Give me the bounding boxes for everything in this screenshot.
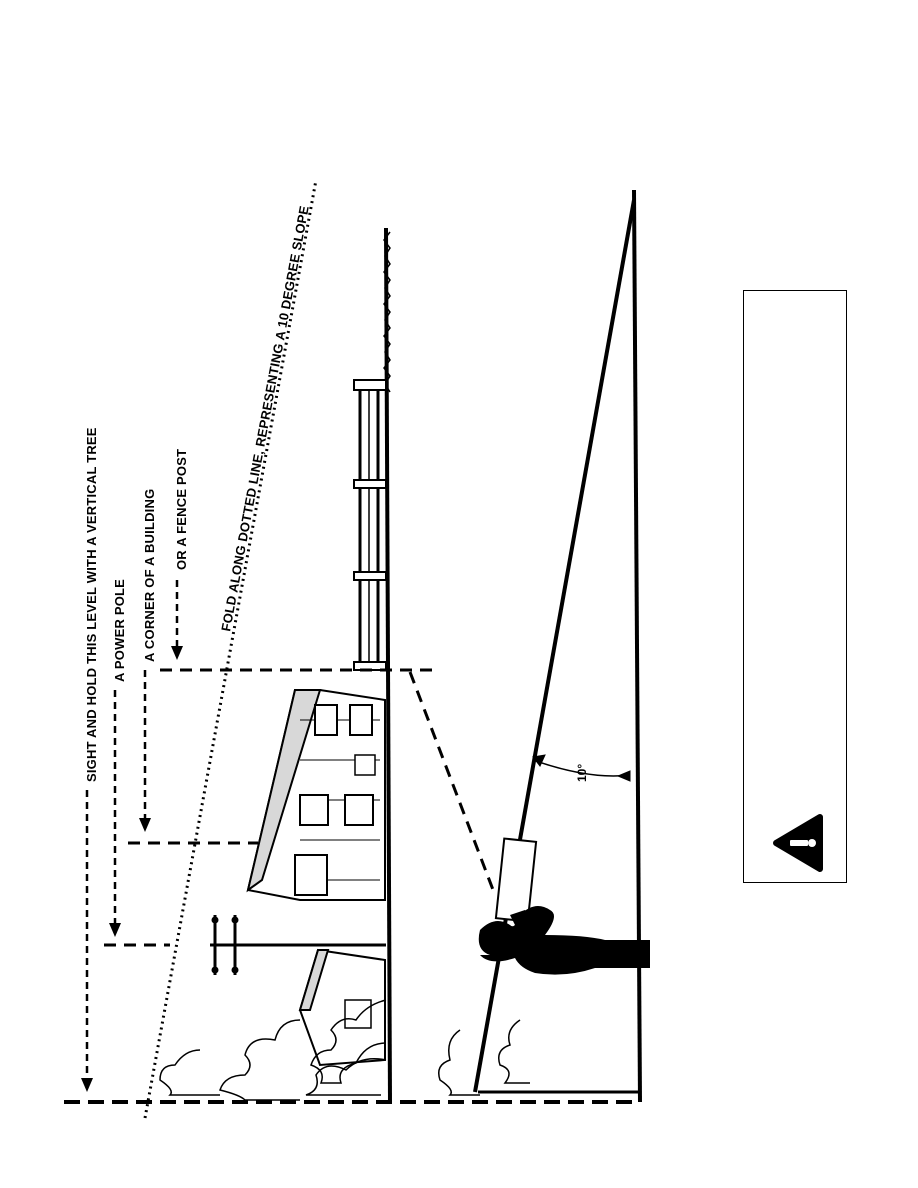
- sighting-dash-lines: [104, 668, 497, 947]
- warning-box: [743, 290, 847, 883]
- label-corner-of-building: A CORNER OF A BUILDING: [142, 489, 157, 662]
- horizon-ground: [383, 227, 392, 1103]
- label-fence-post: OR A FENCE POST: [174, 449, 189, 570]
- angle-mark: [532, 754, 631, 782]
- arrowheads: [81, 646, 183, 1092]
- shrubs: [159, 999, 530, 1101]
- person-silhouette: [478, 837, 650, 975]
- label-fold-line: FOLD ALONG DOTTED LINE, REPRESENTING A 1…: [218, 204, 312, 632]
- label-power-pole: A POWER POLE: [112, 579, 127, 682]
- label-arrows: [85, 580, 179, 1080]
- house: [246, 689, 386, 1067]
- label-sight-and-hold: SIGHT AND HOLD THIS LEVEL WITH A VERTICA…: [84, 427, 99, 782]
- angle-label: 10°: [575, 764, 589, 782]
- fence: [353, 379, 387, 671]
- warning-triangle-icon: [773, 814, 823, 872]
- power-pole: [210, 915, 386, 975]
